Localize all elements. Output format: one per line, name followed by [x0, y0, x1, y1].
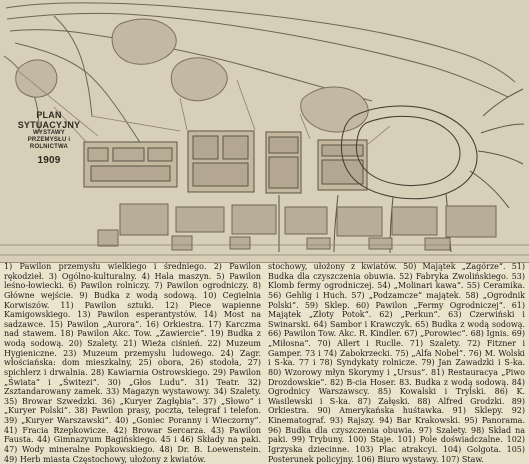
plan-title-block: PLAN SYTUACYJNY WYSTAWY PRZEMYSŁU i ROLN… [9, 110, 89, 166]
site-plan-map: PLAN SYTUACYJNY WYSTAWY PRZEMYSŁU i ROLN… [0, 0, 529, 263]
legend-left-column: 1) Pawilon przemysłu wielkiego i średnie… [4, 262, 261, 464]
legend-text: 1) Pawilon przemysłu wielkiego i średnie… [4, 262, 525, 464]
plan-title: PLAN SYTUACYJNY [17, 110, 81, 130]
plan-year: 1909 [37, 155, 61, 166]
plan-subtitle-2: PRZEMYSŁU i ROLNICTWA [27, 137, 71, 150]
legend-right-column: stochowy, ułożony z kwiatów. 50) Majątek… [268, 262, 525, 464]
site-plan-drawing [0, 2, 529, 256]
plan-subtitle-1: WYSTAWY [33, 130, 65, 136]
